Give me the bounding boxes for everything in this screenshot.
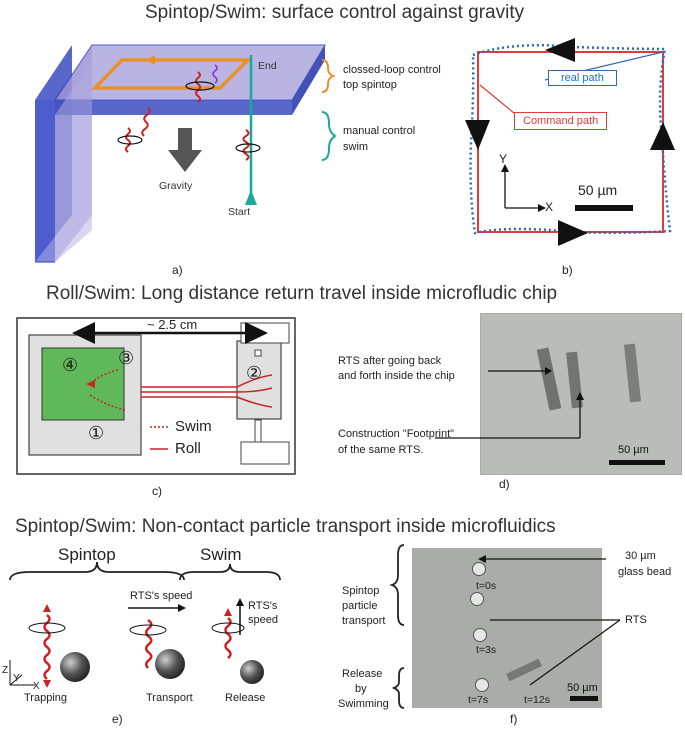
label-circle-1: ① <box>88 423 105 443</box>
top-plate <box>53 44 327 101</box>
axis-z: Z <box>2 665 9 676</box>
label-speed-vertical-1: RTS's <box>248 600 278 612</box>
label-footprint-1: Construction "Footprint" <box>338 428 455 440</box>
bead-trapping <box>60 652 90 682</box>
caption-f: f) <box>510 712 518 726</box>
brace-manual <box>321 111 337 161</box>
label-bead-1: 30 µm <box>625 550 656 562</box>
label-transport: Transport <box>146 692 193 704</box>
label-t3: t=3s <box>476 644 497 656</box>
label-circle-3: ③ <box>118 348 135 368</box>
scale-label-f: 50 µm <box>567 682 598 694</box>
label-t7: t=7s <box>468 694 489 706</box>
arrow-left-down <box>465 120 490 150</box>
title-roll-swim: Roll/Swim: Long distance return travel i… <box>46 283 558 304</box>
label-manual-2: swim <box>343 141 369 153</box>
label-circle-2: ② <box>246 363 263 383</box>
helix-transport <box>145 618 153 669</box>
green-reservoir <box>41 347 125 421</box>
label-release-1: Release <box>342 668 383 680</box>
arrow-top-left <box>545 38 575 62</box>
brace-closed-loop <box>321 59 336 93</box>
arrow-bottom-right <box>558 220 588 246</box>
bead-release <box>240 660 264 684</box>
label-release-2: by <box>355 683 367 695</box>
scale-bar-f <box>570 696 598 701</box>
helix-release <box>224 617 232 659</box>
closed-loop-path <box>90 58 253 90</box>
axis-x-label: X <box>545 200 554 214</box>
brace-spintop-transport <box>389 544 405 626</box>
label-manual-1: manual control <box>343 125 416 137</box>
brace-release <box>391 667 405 709</box>
label-rts-1: RTS after going back <box>338 355 442 367</box>
real-path-trace <box>469 43 672 235</box>
title-particle-transport: Spintop/Swim: Non-contact particle trans… <box>15 516 556 537</box>
label-spintop-2: particle <box>342 600 378 612</box>
label-rts: RTS <box>625 614 647 626</box>
label-gravity: Gravity <box>159 180 193 192</box>
label-speed-vertical-2: speed <box>248 614 278 626</box>
label-end: End <box>258 60 277 72</box>
label-spintop: Spintop <box>58 545 116 564</box>
label-trapping: Trapping <box>24 692 68 704</box>
micrograph-transport: 50 µm t=0s t=3s t=7s t=12s <box>412 548 602 708</box>
scale-bar-b <box>575 205 633 211</box>
label-t12: t=12s <box>524 694 550 706</box>
label-t0: t=0s <box>476 580 497 592</box>
label-real-path: real path <box>548 70 617 86</box>
legend-roll: Roll <box>175 440 201 457</box>
label-swim: Swim <box>200 545 242 564</box>
caption-d: d) <box>499 477 510 491</box>
axis-y: Y <box>13 673 20 684</box>
label-release: Release <box>225 692 266 704</box>
helix-trapping <box>43 614 51 680</box>
axis-y-label: Y <box>499 152 508 166</box>
legend-swim: Swim <box>175 418 212 435</box>
brace-spintop <box>9 561 185 581</box>
helix-top <box>195 71 201 103</box>
brace-swim <box>179 563 281 581</box>
scale-label-d: 50 µm <box>618 444 649 456</box>
scale-bar-d <box>609 460 665 465</box>
caption-b: b) <box>562 263 573 277</box>
label-circle-4: ④ <box>62 355 79 375</box>
caption-a: a) <box>172 263 183 277</box>
arrow-right-up <box>650 122 675 150</box>
label-rts-2: and forth inside the chip <box>338 370 455 382</box>
label-spintop-3: transport <box>342 615 386 627</box>
bead-transport <box>155 649 185 679</box>
title-surface-control: Spintop/Swim: surface control against gr… <box>145 2 525 23</box>
axis-x: X <box>33 681 40 692</box>
caption-c: c) <box>152 484 162 498</box>
micrograph-footprint: 50 µm <box>480 313 682 475</box>
label-footprint-2: of the same RTS. <box>338 444 424 456</box>
label-speed-horizontal: RTS's speed <box>130 590 193 602</box>
gravity-arrow <box>168 128 202 172</box>
label-command-path: Command path <box>514 112 608 130</box>
label-start: Start <box>228 206 251 218</box>
label-release-3: Swimming <box>338 698 389 710</box>
label-closed-loop-2: top spintop <box>343 79 397 91</box>
caption-e: e) <box>112 712 123 726</box>
label-distance: ~ 2.5 cm <box>147 317 198 332</box>
label-bead-2: glass bead <box>618 566 672 578</box>
label-spintop-1: Spintop <box>342 585 380 597</box>
label-closed-loop-1: clossed-loop control <box>343 64 441 76</box>
scale-label-b: 50 µm <box>578 182 618 198</box>
